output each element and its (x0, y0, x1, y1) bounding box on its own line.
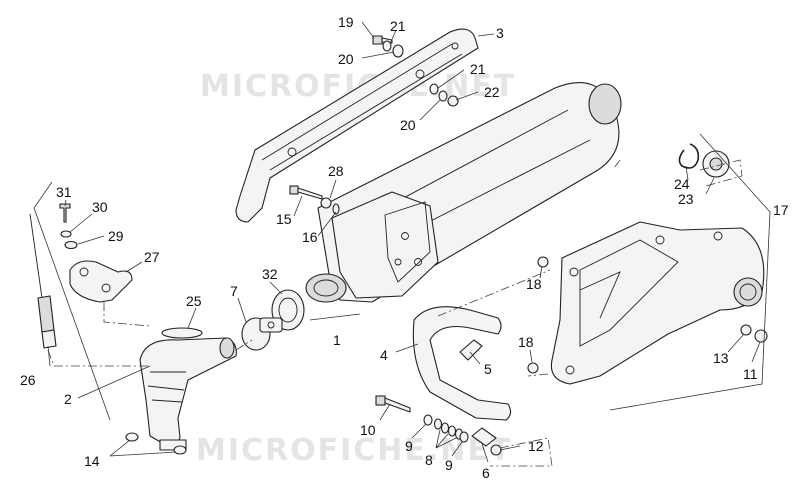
callout-3: 3 (496, 25, 504, 41)
strap-4 (412, 306, 512, 421)
nut-14b (173, 445, 187, 455)
nut-18b (527, 362, 539, 374)
callout-27: 27 (144, 249, 160, 265)
callout-20: 20 (400, 117, 416, 133)
callout-2: 2 (64, 391, 72, 407)
bearing-23 (702, 150, 730, 178)
washer-20a (392, 44, 404, 58)
bolt-15 (289, 185, 323, 200)
assembly-lines (47, 159, 743, 467)
callout-24: 24 (674, 176, 690, 192)
callout-22: 22 (484, 84, 500, 100)
callout-7: 7 (230, 283, 238, 299)
callout-8: 8 (425, 452, 433, 468)
callout-1: 1 (333, 332, 341, 348)
callout-28: 28 (328, 163, 344, 179)
callout-9: 9 (405, 438, 413, 454)
callout-21: 21 (470, 61, 486, 77)
nut-22 (447, 95, 459, 107)
callout-13: 13 (713, 350, 729, 366)
callout-16: 16 (302, 229, 318, 245)
muffler-support-arm (550, 221, 765, 385)
callout-10: 10 (360, 422, 376, 438)
washer-13 (740, 324, 752, 336)
callout-11: 11 (743, 366, 758, 382)
nut-11 (754, 329, 768, 343)
callout-18: 18 (526, 276, 542, 292)
pipe-gasket-ring (161, 327, 203, 339)
callout-6: 6 (482, 465, 490, 481)
nut-14a (125, 432, 139, 442)
callout-19: 19 (338, 14, 354, 30)
screw-31 (59, 203, 71, 223)
callout-15: 15 (276, 211, 292, 227)
leader-lines (47, 21, 761, 463)
lambda-sensor (29, 213, 57, 349)
circlip-24 (678, 143, 700, 169)
washer-30 (60, 230, 72, 238)
spacer-5 (459, 339, 483, 361)
callout-5: 5 (484, 361, 492, 377)
pipe-bracket (69, 260, 133, 303)
washer-21a (382, 40, 392, 52)
washer-16 (332, 203, 340, 215)
exhaust-clamp (241, 317, 283, 351)
muffler (305, 82, 622, 303)
callout-31: 31 (56, 184, 72, 200)
washer-21b (429, 83, 439, 95)
washer-28 (320, 197, 332, 209)
washer-29 (64, 240, 78, 250)
callout-12: 12 (528, 438, 544, 454)
callout-30: 30 (92, 199, 108, 215)
callout-32: 32 (262, 266, 278, 282)
heat-shield (235, 28, 479, 223)
callout-17: 17 (773, 202, 789, 218)
callout-23: 23 (678, 191, 694, 207)
callout-29: 29 (108, 228, 124, 244)
callout-26: 26 (20, 372, 36, 388)
spacer-6 (471, 427, 497, 447)
callout-4: 4 (380, 347, 388, 363)
callout-14: 14 (84, 453, 100, 469)
callout-20: 20 (338, 51, 354, 67)
callout-18: 18 (518, 334, 534, 350)
callout-21: 21 (390, 18, 406, 34)
nut-12 (490, 444, 502, 456)
group-brackets (33, 133, 771, 421)
callout-labels: 19 21 3 20 21 22 20 28 24 23 17 31 30 29… (20, 14, 789, 481)
callout-9: 9 (445, 457, 453, 473)
washer-9b (459, 431, 469, 443)
nut-18a (537, 256, 549, 268)
washer-20b (438, 90, 448, 102)
washer-9a (423, 414, 433, 426)
callout-25: 25 (186, 293, 202, 309)
bolt-10 (375, 395, 411, 413)
